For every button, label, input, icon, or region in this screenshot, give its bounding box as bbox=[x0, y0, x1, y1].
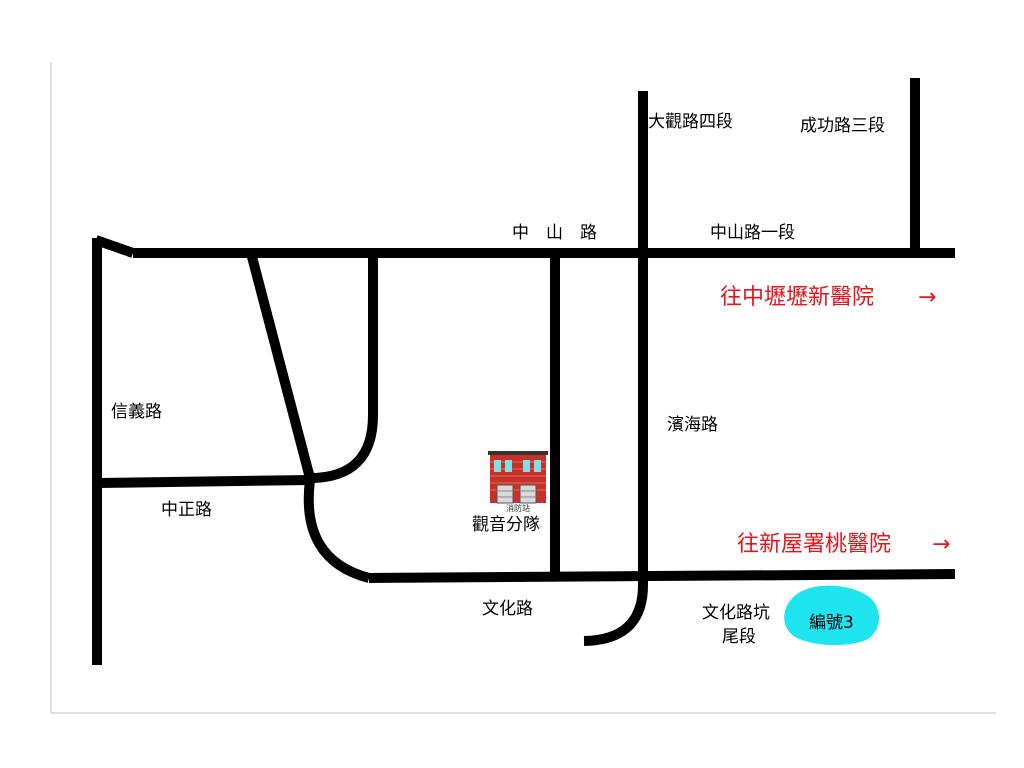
road-curve-east bbox=[309, 253, 378, 483]
fire-station-name: 觀音分隊 bbox=[472, 515, 540, 535]
label-wenhua-keng-1: 文化路坑 bbox=[702, 603, 770, 623]
direction-arrow-xinwu: → bbox=[932, 532, 950, 557]
label-binhai: 濱海路 bbox=[667, 415, 718, 435]
label-xinyi: 信義路 bbox=[111, 402, 162, 422]
road-diagonal bbox=[246, 251, 315, 480]
direction-arrow-zhongli: → bbox=[918, 285, 936, 310]
marker-label: 編號3 bbox=[809, 613, 854, 633]
road-zhongzheng bbox=[96, 475, 311, 488]
road-daguan bbox=[583, 91, 648, 646]
label-wenhua-keng-2: 尾段 bbox=[722, 627, 756, 647]
road-curve-south bbox=[303, 479, 371, 583]
label-wenhua: 文化路 bbox=[482, 599, 533, 619]
label-zhongshan: 中 山 路 bbox=[512, 223, 597, 243]
marker-blob bbox=[784, 585, 880, 646]
label-chenggong: 成功路三段 bbox=[800, 116, 885, 136]
label-daguan: 大觀路四段 bbox=[648, 112, 733, 132]
label-zhongshan-1: 中山路一段 bbox=[710, 223, 795, 243]
road-northwest-stub bbox=[94, 235, 135, 258]
road-wenhua bbox=[368, 569, 956, 583]
fire-station-icon bbox=[488, 451, 548, 504]
direction-to-xinwu: 往新屋署桃醫院 bbox=[737, 532, 891, 557]
fire-station-sign: 消防站 bbox=[506, 503, 530, 513]
label-zhongzheng: 中正路 bbox=[161, 500, 212, 520]
direction-to-zhongli: 往中壢壢新醫院 bbox=[720, 285, 874, 310]
